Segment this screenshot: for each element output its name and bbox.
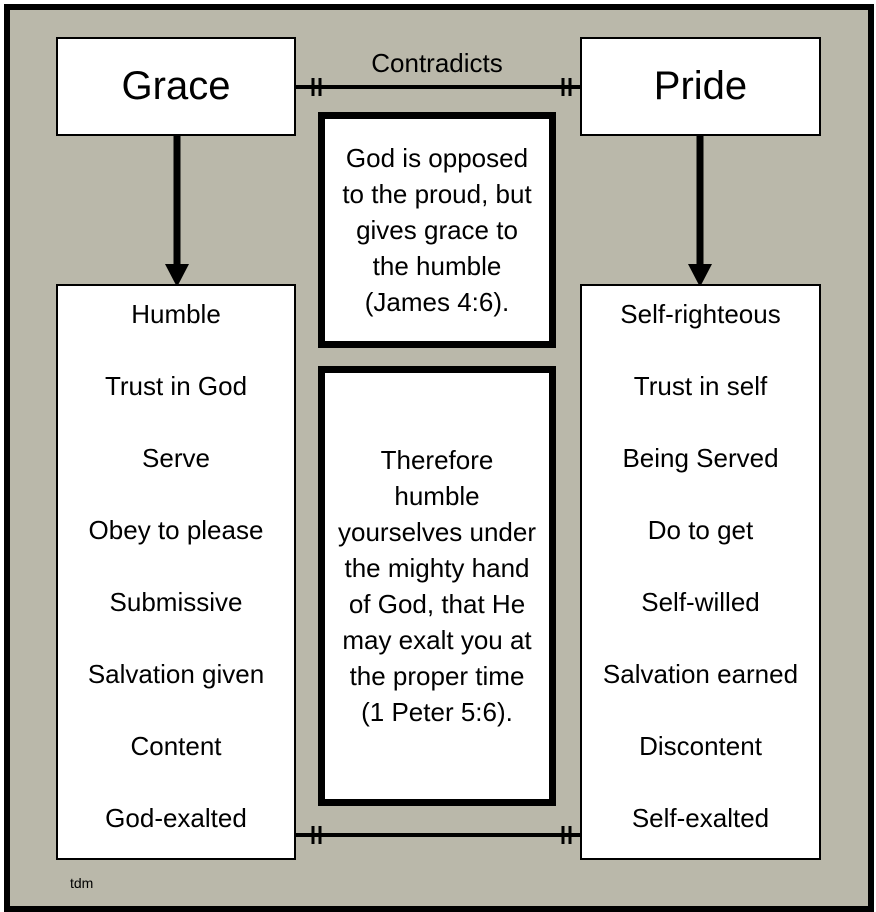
contradicts-label: Contradicts [371, 48, 503, 78]
peter-quote-box: Therefore humble yourselves under the mi… [318, 366, 556, 806]
list-item: Salvation given [87, 659, 265, 689]
pride-arrowhead [688, 264, 712, 287]
list-item: Salvation earned [602, 659, 799, 689]
list-item: Being Served [622, 443, 779, 473]
list-item: Self-willed [641, 587, 760, 617]
list-item: Submissive [109, 587, 243, 617]
pride-traits-list: Self-righteous Trust in self Being Serve… [580, 284, 821, 860]
grace-title: Grace [121, 64, 231, 108]
grace-arrowhead [165, 264, 189, 287]
list-item: Serve [142, 443, 210, 473]
list-item: Self-righteous [620, 299, 781, 329]
list-item: Obey to please [88, 515, 264, 545]
list-item: God-exalted [105, 803, 247, 833]
list-item: Discontent [639, 731, 762, 761]
james-quote: God is opposed to the proud, but gives g… [342, 143, 532, 317]
list-item: Trust in God [104, 371, 248, 401]
pride-title-box: Pride [580, 37, 821, 136]
list-item: Content [130, 731, 222, 761]
pride-title: Pride [653, 64, 748, 108]
list-item: Trust in self [633, 371, 768, 401]
author-initials: tdm [70, 875, 94, 891]
peter-quote: Therefore humble yourselves under the mi… [338, 445, 536, 727]
list-item: Humble [131, 299, 221, 329]
james-quote-box: God is opposed to the proud, but gives g… [318, 112, 556, 348]
list-item: Self-exalted [631, 803, 770, 833]
grace-title-box: Grace [56, 37, 296, 136]
list-item: Do to get [647, 515, 754, 545]
grace-traits-list: Humble Trust in God Serve Obey to please… [56, 284, 296, 860]
